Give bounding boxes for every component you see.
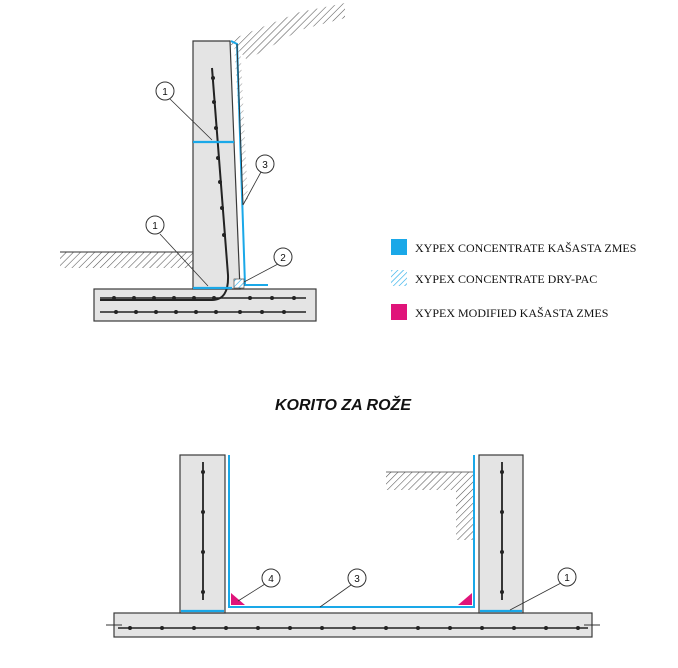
planter-slab bbox=[113, 612, 593, 638]
legend-item-modified-slurry: XYPEX MODIFIED KAŠASTA ZMES bbox=[391, 304, 608, 320]
svg-text:XYPEX CONCENTRATE DRY-PAC: XYPEX CONCENTRATE DRY-PAC bbox=[415, 272, 597, 286]
front-ground-soil bbox=[60, 252, 195, 268]
dry-pac-joint bbox=[233, 278, 245, 289]
planter-inner-membrane bbox=[228, 455, 475, 608]
right-cove-fillet bbox=[458, 593, 472, 605]
wall-rebar-dots bbox=[211, 76, 226, 237]
planter-right-wall bbox=[478, 454, 524, 614]
svg-text:1: 1 bbox=[564, 573, 570, 584]
footing-rebar-dots-bottom bbox=[114, 310, 286, 314]
svg-text:1: 1 bbox=[162, 87, 168, 98]
left-wall-rebar-dots bbox=[201, 470, 205, 594]
wall-rebar bbox=[100, 67, 230, 301]
left-cove-fillet bbox=[231, 593, 245, 605]
back-face-line bbox=[236, 43, 244, 206]
wall-footing bbox=[93, 288, 317, 322]
wall-callout-1-bottom: 1 bbox=[145, 215, 209, 287]
wall-callout-2: 2 bbox=[243, 247, 293, 283]
retaining-wall-detail: 1 3 1 2 bbox=[60, 3, 345, 322]
wall-stem-lower bbox=[192, 141, 241, 290]
backfill-soil bbox=[225, 3, 345, 60]
svg-text:XYPEX CONCENTRATE KAŠASTA ZMES: XYPEX CONCENTRATE KAŠASTA ZMES bbox=[415, 241, 636, 255]
legend-item-dry-pac: XYPEX CONCENTRATE DRY-PAC bbox=[391, 270, 597, 286]
planter-callout-1: 1 bbox=[509, 567, 577, 611]
legend: XYPEX CONCENTRATE KAŠASTA ZMES XYPEX CON… bbox=[391, 239, 636, 320]
legend-item-concentrate-slurry: XYPEX CONCENTRATE KAŠASTA ZMES bbox=[391, 239, 636, 255]
planter-detail: 4 3 1 bbox=[106, 454, 600, 638]
footing-rebar-dots-top bbox=[112, 296, 296, 300]
planter-callout-3: 3 bbox=[319, 568, 367, 608]
wall-callout-1-top: 1 bbox=[155, 81, 213, 141]
planter-soil bbox=[386, 472, 474, 540]
legend-swatch-solid-magenta bbox=[391, 304, 407, 320]
section-title: KORITO ZA ROŽE bbox=[275, 395, 412, 414]
svg-text:1: 1 bbox=[152, 221, 158, 232]
legend-swatch-hatch-blue bbox=[391, 270, 407, 286]
svg-text:2: 2 bbox=[280, 253, 286, 264]
slab-rebar-dots bbox=[128, 626, 580, 630]
svg-text:4: 4 bbox=[268, 574, 274, 585]
legend-swatch-solid-blue bbox=[391, 239, 407, 255]
right-wall-rebar-dots bbox=[500, 470, 504, 594]
wall-callout-3: 3 bbox=[242, 154, 275, 206]
planter-callout-4: 4 bbox=[237, 568, 281, 602]
svg-text:XYPEX MODIFIED KAŠASTA ZMES: XYPEX MODIFIED KAŠASTA ZMES bbox=[415, 306, 608, 320]
svg-text:3: 3 bbox=[354, 574, 360, 585]
svg-text:3: 3 bbox=[262, 160, 268, 171]
